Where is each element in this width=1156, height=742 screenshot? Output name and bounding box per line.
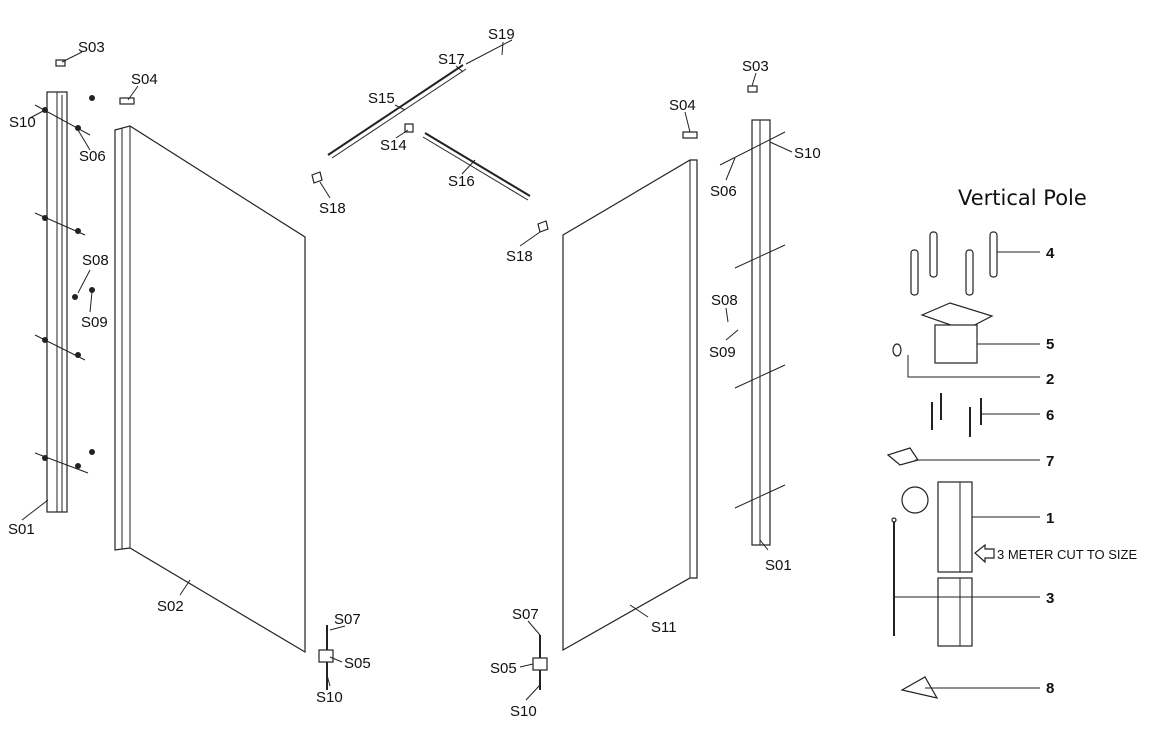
vertical-pole-title: Vertical Pole — [958, 186, 1087, 210]
part-s03-cap — [55, 59, 66, 67]
label-s09-left: S09 — [81, 314, 108, 331]
label-s05-right: S05 — [490, 660, 517, 677]
label-s14: S14 — [380, 137, 407, 154]
cut-to-size-note: 3 METER CUT TO SIZE — [997, 547, 1137, 562]
part-s04-clip — [119, 97, 135, 105]
part-s18-left — [311, 171, 323, 184]
right-bottom-fittings — [532, 635, 548, 690]
label-s18-right: S18 — [506, 248, 533, 265]
label-s11: S11 — [651, 619, 677, 636]
right-glass-panel — [562, 159, 698, 652]
bar-s16 — [422, 132, 531, 201]
part-s03-right — [747, 85, 758, 93]
label-s01-right: S01 — [765, 557, 792, 574]
label-s06-right: S06 — [710, 183, 737, 200]
pole-part-5: 5 — [1046, 336, 1054, 353]
pole-parts-drawing — [886, 231, 998, 699]
label-s01-left: S01 — [8, 521, 35, 538]
label-s07-right: S07 — [512, 606, 539, 623]
label-s09-right: S09 — [709, 344, 736, 361]
label-s10-left-top: S10 — [9, 114, 36, 131]
label-s03-right: S03 — [742, 58, 769, 75]
label-s04-right: S04 — [669, 97, 696, 114]
label-s17: S17 — [438, 51, 465, 68]
label-s07-left: S07 — [334, 611, 361, 628]
pole-part-7: 7 — [1046, 453, 1054, 470]
pole-part-6: 6 — [1046, 407, 1054, 424]
label-s10-left-bottom: S10 — [316, 689, 343, 706]
pole-leader-lines — [894, 251, 1040, 689]
pole-part-2: 2 — [1046, 371, 1054, 388]
part-s18-right — [537, 220, 549, 233]
label-s10-right-top: S10 — [794, 145, 821, 162]
label-s05-left: S05 — [344, 655, 371, 672]
left-glass-panel — [114, 125, 306, 654]
left-bottom-fittings — [318, 625, 334, 690]
label-s18-left: S18 — [319, 200, 346, 217]
pole-part-4: 4 — [1046, 245, 1055, 262]
label-s19: S19 — [488, 26, 515, 43]
pole-part-1: 1 — [1046, 510, 1054, 527]
label-s08-right: S08 — [711, 292, 738, 309]
part-s14 — [404, 123, 414, 133]
leader-lines — [21, 41, 793, 701]
label-s04-left: S04 — [131, 71, 158, 88]
right-pole — [719, 119, 786, 546]
label-s08-left: S08 — [82, 252, 109, 269]
bar-s15 — [327, 39, 513, 159]
label-s10-right-bottom: S10 — [510, 703, 537, 720]
pole-part-8: 8 — [1046, 680, 1054, 697]
pole-part-3: 3 — [1046, 590, 1054, 607]
label-s06-left: S06 — [79, 148, 106, 165]
label-s03-left: S03 — [78, 39, 105, 56]
part-s04-right — [682, 131, 698, 139]
label-s02: S02 — [157, 598, 184, 615]
label-s15: S15 — [368, 90, 395, 107]
label-s16: S16 — [448, 173, 475, 190]
